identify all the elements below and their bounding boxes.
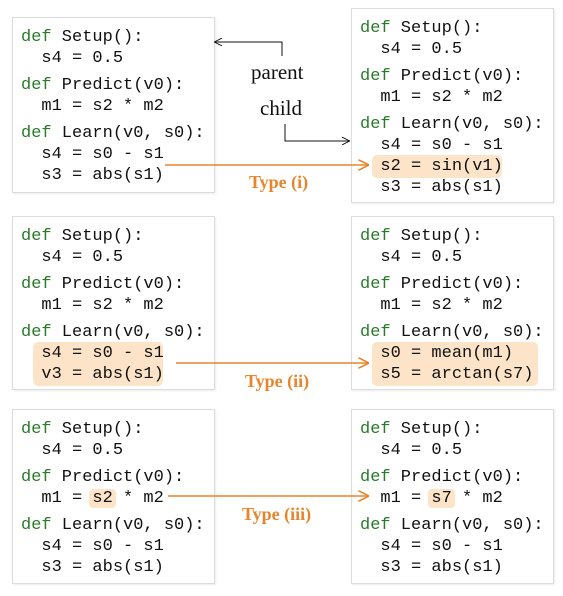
row2-child-code: def Setup(): s4 = 0.5 def Predict(v0): m… xyxy=(360,226,544,386)
code-line-highlighted: v3 = abs(s1) xyxy=(21,365,164,384)
code-line: m1 = s2 * m2 xyxy=(21,489,164,508)
code-line: s3 = abs(s1) xyxy=(360,558,503,577)
code-line: m1 = s7 * m2 xyxy=(360,489,503,508)
row1-parent-code: def Setup(): s4 = 0.5 def Predict(v0): m… xyxy=(21,27,205,186)
type-ii-label: Type (ii) xyxy=(245,371,310,391)
parent-label: parent xyxy=(251,60,304,84)
line-highlight xyxy=(372,155,502,178)
code-line: def Learn(v0, s0): xyxy=(21,323,205,342)
code-line: def Predict(v0): xyxy=(21,468,185,487)
row3-parent-code: def Setup(): s4 = 0.5 def Predict(v0): m… xyxy=(21,419,205,578)
code-line: s3 = abs(s1) xyxy=(21,166,164,185)
line-highlight xyxy=(372,342,538,386)
code-line-highlighted: s0 = mean(m1) xyxy=(360,342,544,386)
highlighted-token: s7 xyxy=(428,489,455,508)
code-line: def Predict(v0): xyxy=(21,275,185,294)
code-line: def Predict(v0): xyxy=(360,67,524,86)
code-line: def Predict(v0): xyxy=(21,76,185,95)
code-line: s3 = abs(s1) xyxy=(360,178,503,197)
line-highlight xyxy=(33,342,163,386)
code-line: def Predict(v0): xyxy=(360,468,524,487)
code-line: s4 = 0.5 xyxy=(21,49,124,68)
code-line: def Predict(v0): xyxy=(360,275,524,294)
code-line: def Setup(): xyxy=(360,19,483,38)
code-line-highlighted: s2 = sin(v1) xyxy=(360,155,503,178)
row1-child-code: def Setup(): s4 = 0.5 def Predict(v0): m… xyxy=(360,18,544,198)
code-line: s4 = s0 - s1 xyxy=(360,537,503,556)
parent-arrow xyxy=(215,42,283,56)
code-line: m1 = s2 * m2 xyxy=(360,88,503,107)
row3-child-panel: def Setup(): s4 = 0.5 def Predict(v0): m… xyxy=(351,409,554,584)
code-line: s3 = abs(s1) xyxy=(21,558,164,577)
code-line: def Learn(v0, s0): xyxy=(360,115,544,134)
code-line: s4 = s0 - s1 xyxy=(360,136,503,155)
row2-child-panel: def Setup(): s4 = 0.5 def Predict(v0): m… xyxy=(351,216,554,390)
code-line: def Learn(v0, s0): xyxy=(360,323,544,342)
row1-parent-panel: def Setup(): s4 = 0.5 def Predict(v0): m… xyxy=(12,17,215,193)
type-iii-label: Type (iii) xyxy=(242,504,312,524)
code-line: def Setup(): xyxy=(360,227,483,246)
code-line: s4 = 0.5 xyxy=(360,40,463,59)
row1-child-panel: def Setup(): s4 = 0.5 def Predict(v0): m… xyxy=(351,8,554,203)
code-line: def Setup(): xyxy=(360,420,483,439)
code-line: s4 = 0.5 xyxy=(21,248,124,267)
type-i-label: Type (i) xyxy=(249,172,309,192)
code-line: s4 = 0.5 xyxy=(360,441,463,460)
code-line: def Setup(): xyxy=(21,28,144,47)
row3-child-code: def Setup(): s4 = 0.5 def Predict(v0): m… xyxy=(360,419,544,578)
code-line: def Learn(v0, s0): xyxy=(21,516,205,535)
child-label: child xyxy=(260,96,302,120)
code-line: s4 = 0.5 xyxy=(360,248,463,267)
code-line: def Setup(): xyxy=(21,420,144,439)
code-line: m1 = s2 * m2 xyxy=(21,97,164,116)
code-line: def Setup(): xyxy=(21,227,144,246)
highlighted-token: s2 xyxy=(89,489,116,508)
code-line: def Learn(v0, s0): xyxy=(21,124,205,143)
code-line-highlighted: s4 = s0 - s1 xyxy=(21,342,205,386)
code-line: m1 = s2 * m2 xyxy=(360,296,503,315)
child-arrow xyxy=(284,124,349,141)
code-line: s4 = 0.5 xyxy=(21,441,124,460)
code-line: m1 = s2 * m2 xyxy=(21,296,164,315)
row2-parent-panel: def Setup(): s4 = 0.5 def Predict(v0): m… xyxy=(12,216,215,390)
code-line: s4 = s0 - s1 xyxy=(21,145,164,164)
code-line: def Learn(v0, s0): xyxy=(360,516,544,535)
code-line-highlighted: s5 = arctan(s7) xyxy=(360,365,534,384)
code-line: s4 = s0 - s1 xyxy=(21,537,164,556)
row2-parent-code: def Setup(): s4 = 0.5 def Predict(v0): m… xyxy=(21,226,205,386)
